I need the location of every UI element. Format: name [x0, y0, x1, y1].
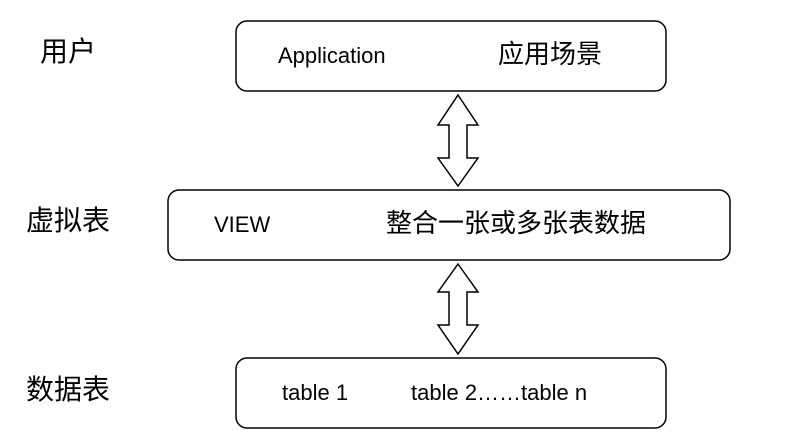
- application-box: [235, 20, 667, 92]
- table-1-text: table 1: [282, 380, 349, 405]
- view-description-text: 整合一张或多张表数据: [386, 209, 647, 239]
- layer-label-data-table: 数据表: [26, 373, 111, 406]
- view-text: VIEW: [214, 212, 271, 237]
- view-box: [167, 189, 731, 261]
- layer-label-user: 用户: [40, 35, 97, 68]
- application-scenario-text: 应用场景: [498, 40, 603, 70]
- table-2-to-n-text: table 2……table n: [411, 380, 588, 405]
- table-box: [235, 357, 667, 429]
- double-arrow-top-icon: [436, 93, 480, 188]
- double-arrow-bottom-icon: [436, 262, 480, 356]
- application-text: Application: [278, 43, 386, 68]
- layer-label-virtual-table: 虚拟表: [26, 204, 111, 237]
